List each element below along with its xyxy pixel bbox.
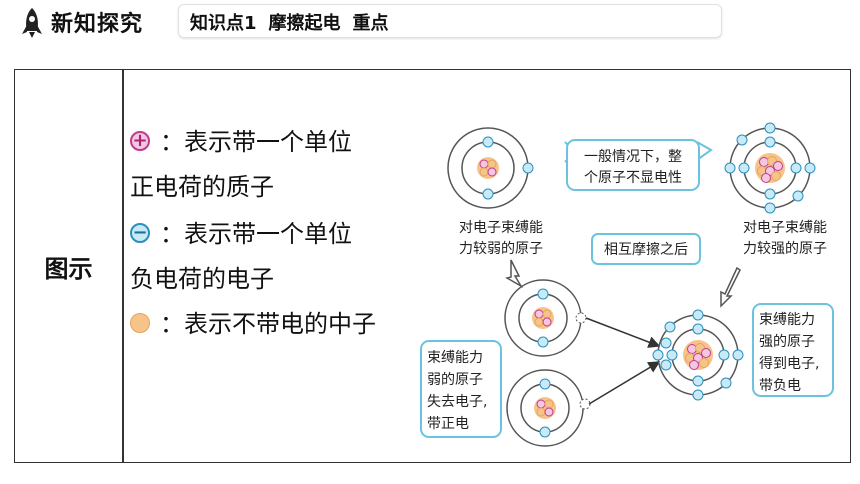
proton-description-line2: 正电荷的质子 xyxy=(130,173,274,201)
row-label: 图示 xyxy=(44,254,93,283)
middle-atom xyxy=(504,279,587,357)
knowledge-point-topic: 摩擦起电 xyxy=(268,13,341,34)
strong-atom-caption-line1: 对电子束缚能 xyxy=(743,219,827,236)
neutral-bubble-line2: 个原子不显电性 xyxy=(584,170,682,186)
gain-line2: 强的原子 xyxy=(759,334,815,350)
gain-line1: 束缚能力 xyxy=(759,311,815,328)
lose-line1: 束缚能力 xyxy=(427,349,483,366)
neutron-description: ：表示不带电的中子 xyxy=(160,310,376,338)
bottom-atom xyxy=(506,369,591,447)
weak-atom-caption-line1: 对电子束缚能 xyxy=(459,219,543,236)
lose-line3: 失去电子, xyxy=(427,394,487,410)
electron-description-line1: ：表示带一个单位 xyxy=(160,220,352,248)
neutral-bubble-line1: 一般情况下，整 xyxy=(584,149,682,165)
strong-atom-caption-line2: 力较强的原子 xyxy=(743,241,827,257)
knowledge-point-title: 知识点1 摩擦起电重点 xyxy=(190,9,389,35)
content-table: 图示 xyxy=(14,69,851,463)
gain-electron-bubble xyxy=(752,303,834,397)
weak-atom xyxy=(447,127,534,209)
neutron-symbol-icon xyxy=(130,313,150,333)
friction-electrification-diagram: 一般情况下，整 个原子不显电性 对电子束缚能 力较弱的原子 对电子束缚能 力较强… xyxy=(420,122,834,447)
charged-strong-atom xyxy=(652,309,744,401)
section-title: 新知探究 xyxy=(51,12,144,37)
strong-atom xyxy=(724,122,816,214)
proton-description-line1: ：表示带一个单位 xyxy=(160,128,352,156)
lose-line2: 弱的原子 xyxy=(427,372,483,388)
lose-line4: 带正电 xyxy=(427,416,469,432)
electron-symbol-icon: − xyxy=(130,222,150,243)
neutral-bubble xyxy=(566,139,700,191)
knowledge-point-importance: 重点 xyxy=(352,13,389,34)
proton-symbol-icon: + xyxy=(130,130,150,151)
weak-atom-caption-line2: 力较弱的原子 xyxy=(459,241,543,257)
gain-line4: 带负电 xyxy=(759,378,801,394)
lose-electron-bubble xyxy=(420,340,502,438)
knowledge-point-bar xyxy=(178,4,722,38)
rub-label-box xyxy=(591,233,701,265)
rub-label: 相互摩擦之后 xyxy=(604,241,688,258)
electron-description-line2: 负电荷的电子 xyxy=(130,265,274,293)
header: 新知探究 知识点1 摩擦起电重点 xyxy=(0,0,860,44)
table-divider xyxy=(122,70,124,462)
knowledge-point-number: 知识点1 xyxy=(190,13,257,34)
gain-line3: 得到电子, xyxy=(759,355,819,372)
rocket-icon xyxy=(22,8,42,38)
